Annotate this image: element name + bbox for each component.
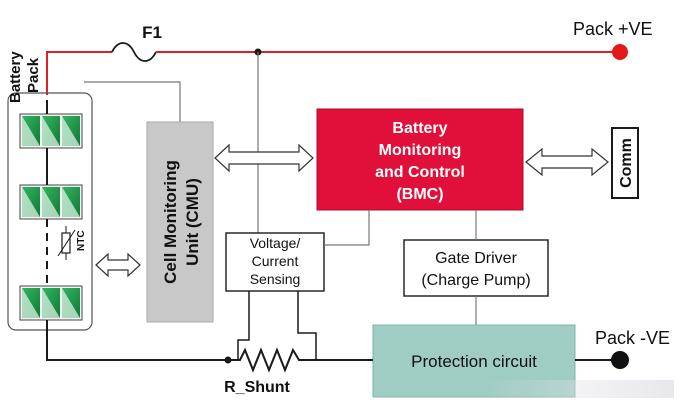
bmc-label-line3: and Control — [375, 164, 465, 181]
cell-group-middle — [19, 184, 83, 220]
cell-group-bottom — [19, 285, 83, 321]
sensing-label-line2: Current — [252, 253, 299, 269]
sensing-bmc-wire — [324, 210, 370, 246]
fuse-label: F1 — [142, 23, 162, 42]
ntc-thermistor — [57, 226, 76, 260]
cmu-bmc-arrow — [214, 143, 314, 173]
negative-wire — [46, 320, 228, 361]
battery-cmu-arrow — [95, 252, 141, 278]
bmc-label-line4: (BMC) — [396, 186, 443, 203]
cmu-box — [146, 121, 214, 323]
comm-box — [611, 127, 639, 199]
battery-pack-title-line1: Battery — [7, 51, 24, 103]
fuse-symbol — [111, 42, 157, 62]
ntc-label: NTC — [76, 230, 87, 251]
shunt-sense-wire-right — [297, 291, 317, 360]
protection-circuit-label: Protection circuit — [411, 352, 537, 371]
battery-pack-title-line2: Pack — [25, 57, 42, 93]
gate-driver-box — [403, 239, 549, 297]
gate-driver-label-line2: (Charge Pump) — [421, 272, 530, 289]
sensing-label-line3: Sensing — [250, 271, 301, 287]
pack-negative-terminal — [611, 351, 629, 369]
shunt-sense-wire-left — [237, 291, 250, 360]
sensing-box — [225, 232, 325, 292]
bmc-comm-arrow — [525, 147, 609, 177]
bmc-label-line1: Battery — [392, 120, 447, 137]
sensing-label-line1: Voltage/ — [250, 235, 301, 251]
bmc-label-line2: Monitoring — [379, 142, 462, 159]
gate-driver-label-line1: Gate Driver — [435, 250, 517, 267]
battery-pack-enclosure — [7, 92, 93, 331]
watermark-fade — [484, 380, 674, 398]
pack-positive-label: Pack +VE — [573, 19, 653, 39]
cmu-label-line1: Cell Monitoring — [161, 160, 180, 284]
pack-positive-terminal — [612, 44, 628, 60]
comm-label: Comm — [618, 138, 635, 188]
cmu-label-line2: Unit (CMU) — [183, 178, 202, 266]
pack-negative-label: Pack -VE — [595, 328, 670, 348]
shunt-label: R_Shunt — [224, 379, 290, 396]
cell-group-top — [19, 113, 83, 149]
bmc-box — [316, 108, 524, 211]
shunt-resistor — [228, 347, 316, 373]
cmu-top-wire — [84, 81, 181, 122]
positive-rail — [46, 42, 628, 95]
